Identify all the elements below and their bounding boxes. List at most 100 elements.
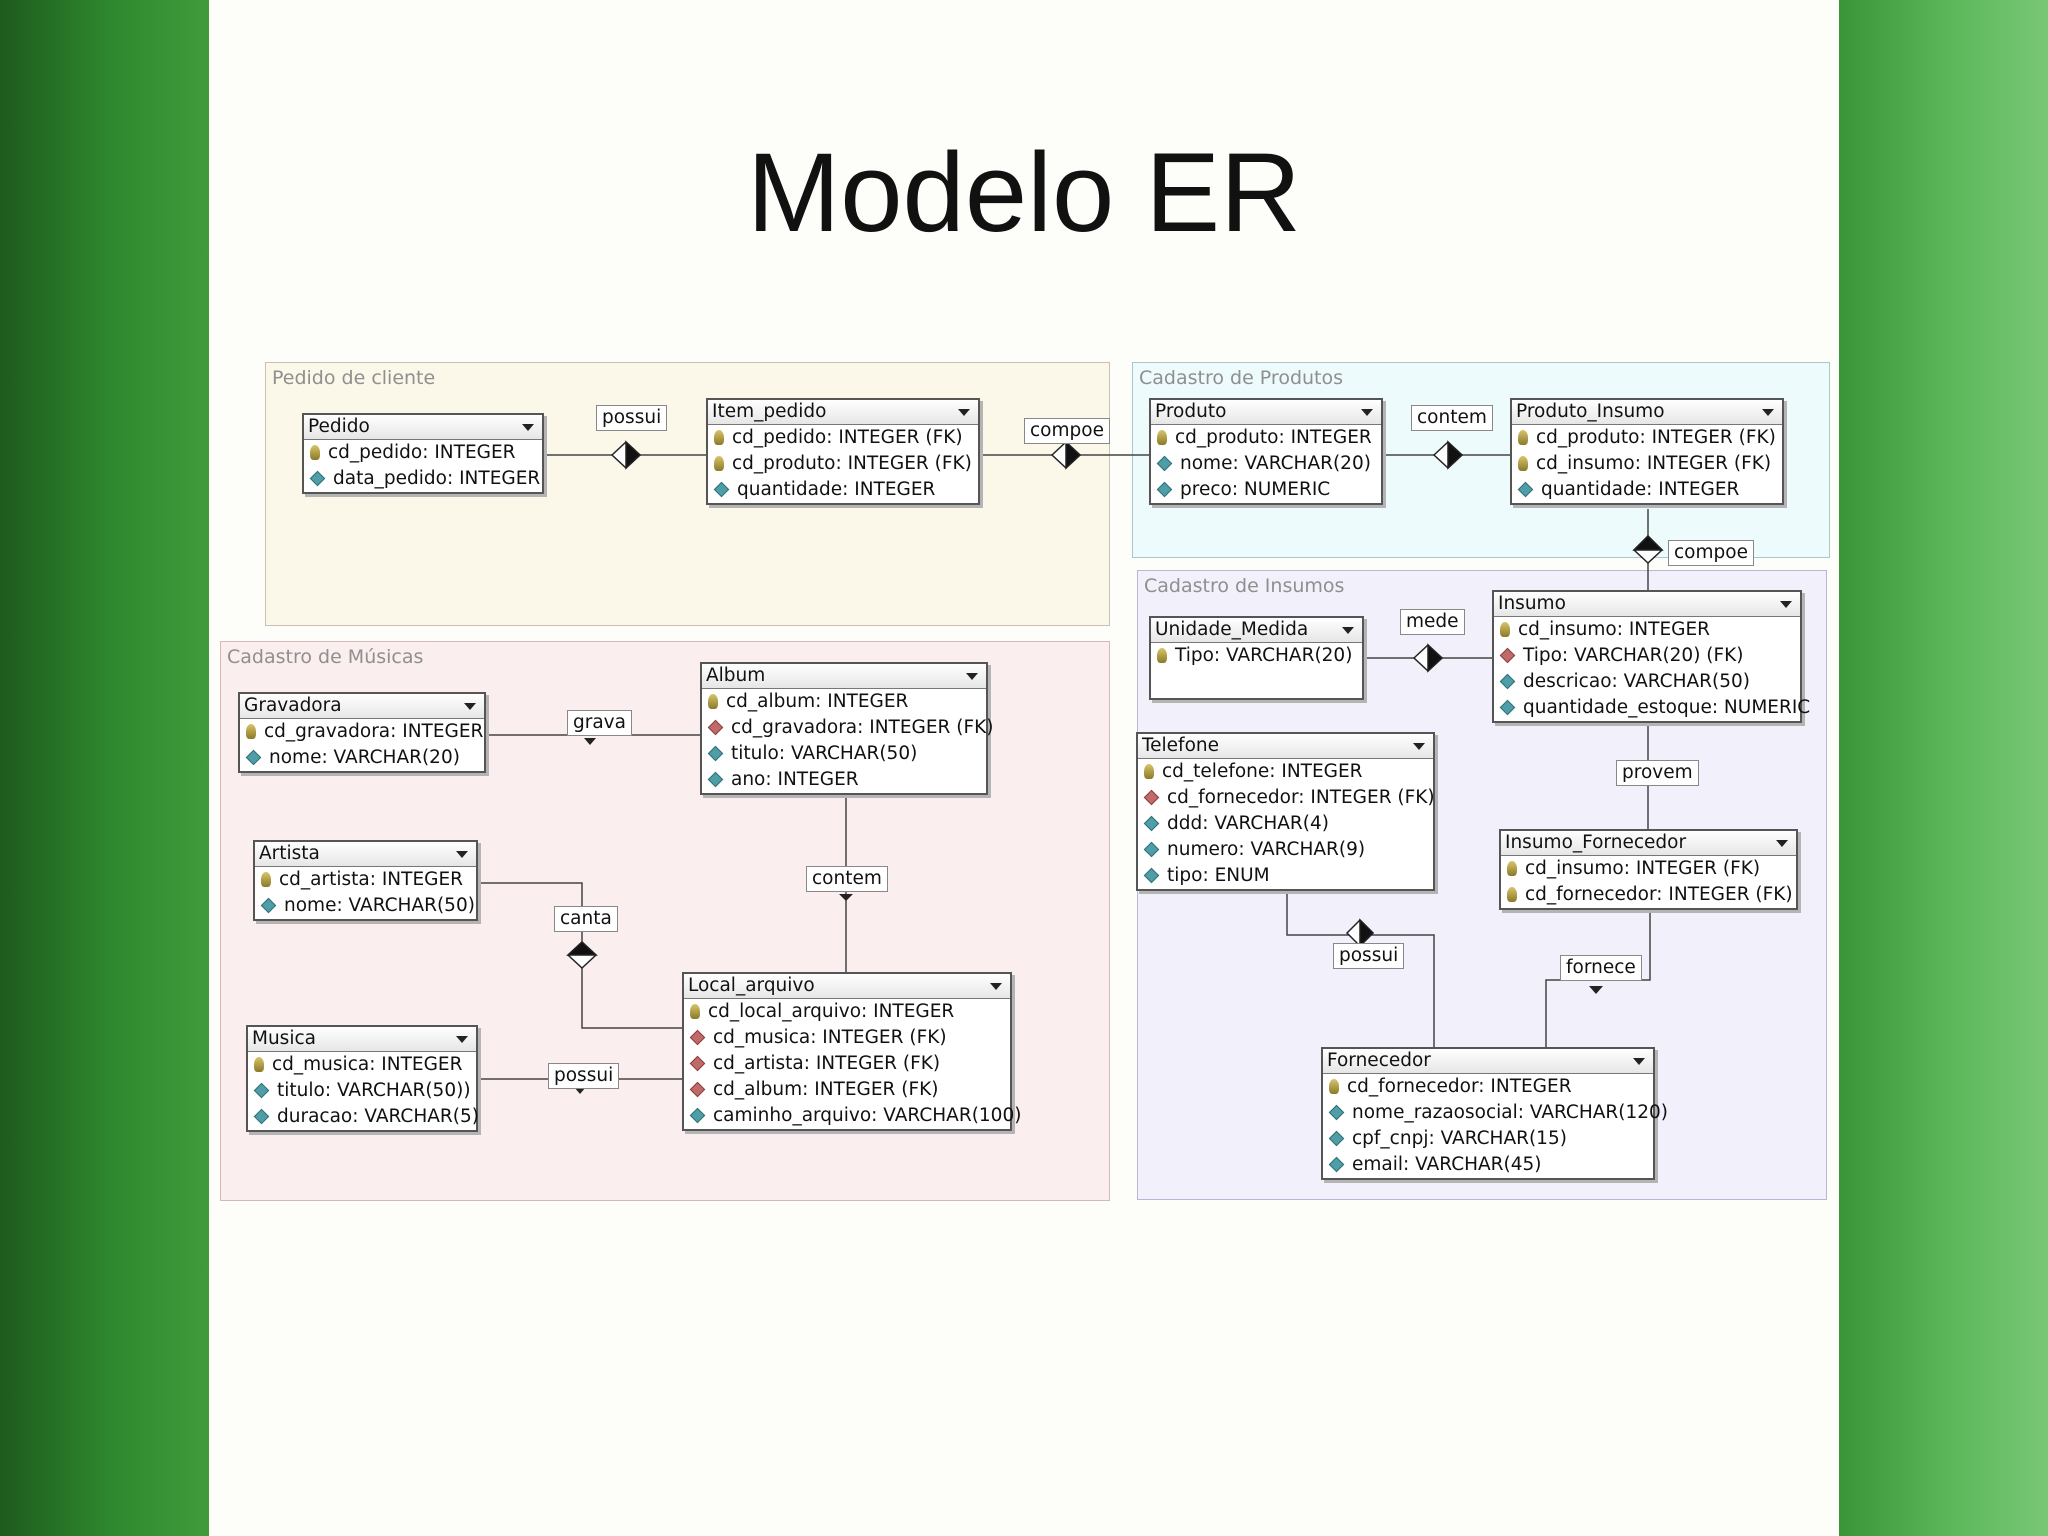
region-label-insumos: Cadastro de Insumos bbox=[1144, 575, 1345, 597]
entity-fornecedor[interactable]: Fornecedor cd_fornecedor: INTEGER nome_r… bbox=[1321, 1047, 1668, 1180]
dropdown-arrow-icon bbox=[966, 673, 978, 680]
rel-label-compoe-insumo: compoe bbox=[1668, 540, 1754, 566]
rel-label-fornece: fornece bbox=[1560, 955, 1642, 981]
rel-label-compoe-item: compoe bbox=[1024, 418, 1110, 444]
rel-label-contem-produto: contem bbox=[1411, 405, 1493, 431]
field-row: cd_gravadora: INTEGER (FK) bbox=[702, 715, 994, 741]
dropdown-arrow-icon bbox=[1776, 840, 1788, 847]
dropdown-arrow-icon bbox=[1762, 409, 1774, 416]
entity-artista[interactable]: Artista cd_artista: INTEGER nome: VARCHA… bbox=[253, 840, 478, 921]
field-row: cd_insumo: INTEGER bbox=[1494, 617, 1800, 643]
attribute-diamond-icon bbox=[260, 897, 277, 913]
foreign-key-diamond-icon bbox=[689, 1081, 706, 1097]
left-green-bar bbox=[0, 0, 209, 1536]
entity-header: Gravadora bbox=[240, 694, 484, 719]
entity-header: Local_arquivo bbox=[684, 974, 1010, 999]
attribute-diamond-icon bbox=[245, 749, 262, 765]
entity-unidade-medida[interactable]: Unidade_Medida Tipo: VARCHAR(20) bbox=[1149, 616, 1364, 700]
field-row: nome: VARCHAR(20) bbox=[240, 745, 484, 771]
entity-item-pedido[interactable]: Item_pedido cd_pedido: INTEGER (FK) cd_p… bbox=[706, 398, 980, 505]
field-row: cd_artista: INTEGER (FK) bbox=[684, 1051, 1010, 1077]
entity-telefone[interactable]: Telefone cd_telefone: INTEGER cd_fornece… bbox=[1136, 732, 1435, 891]
field-row: quantidade: INTEGER bbox=[708, 477, 978, 503]
key-icon bbox=[1518, 429, 1528, 445]
rel-label-contem-album: contem bbox=[806, 866, 888, 892]
field-row: nome: VARCHAR(50) bbox=[255, 893, 476, 919]
foreign-key-diamond-icon bbox=[1499, 647, 1516, 663]
attribute-diamond-icon bbox=[1143, 867, 1160, 883]
attribute-diamond-icon bbox=[707, 771, 724, 787]
field-row: ddd: VARCHAR(4) bbox=[1138, 811, 1433, 837]
rel-label-grava: grava bbox=[567, 710, 632, 736]
field-row: cd_produto: INTEGER (FK) bbox=[1512, 425, 1782, 451]
entity-header: Musica bbox=[248, 1027, 476, 1052]
entity-header: Insumo_Fornecedor bbox=[1501, 831, 1796, 856]
region-label-produtos: Cadastro de Produtos bbox=[1139, 367, 1344, 389]
rel-label-canta: canta bbox=[554, 906, 618, 932]
key-icon bbox=[1157, 647, 1167, 663]
entity-header: Album bbox=[702, 664, 986, 689]
key-icon bbox=[246, 723, 256, 739]
key-icon bbox=[1507, 860, 1517, 876]
field-row: cd_album: INTEGER (FK) bbox=[684, 1077, 1010, 1103]
rel-label-provem: provem bbox=[1616, 760, 1699, 786]
field-row: cd_telefone: INTEGER bbox=[1138, 759, 1433, 785]
key-icon bbox=[1500, 621, 1510, 637]
foreign-key-diamond-icon bbox=[707, 719, 724, 735]
attribute-diamond-icon bbox=[1143, 815, 1160, 831]
field-row: tipo: ENUM bbox=[1138, 863, 1433, 889]
attribute-diamond-icon bbox=[689, 1107, 706, 1123]
dropdown-arrow-icon bbox=[990, 983, 1002, 990]
attribute-diamond-icon bbox=[1328, 1104, 1345, 1120]
field-row: cd_artista: INTEGER bbox=[255, 867, 476, 893]
key-icon bbox=[708, 693, 718, 709]
field-row: cd_produto: INTEGER (FK) bbox=[708, 451, 978, 477]
entity-produto[interactable]: Produto cd_produto: INTEGER nome: VARCHA… bbox=[1149, 398, 1383, 505]
entity-header: Unidade_Medida bbox=[1151, 618, 1362, 643]
region-label-pedido: Pedido de cliente bbox=[272, 367, 436, 389]
dropdown-arrow-icon bbox=[1342, 627, 1354, 634]
entity-insumo[interactable]: Insumo cd_insumo: INTEGER Tipo: VARCHAR(… bbox=[1492, 590, 1810, 723]
attribute-diamond-icon bbox=[1328, 1156, 1345, 1172]
field-row: quantidade: INTEGER bbox=[1512, 477, 1782, 503]
field-row: nome: VARCHAR(20) bbox=[1151, 451, 1381, 477]
key-icon bbox=[714, 429, 724, 445]
dropdown-arrow-icon bbox=[456, 1036, 468, 1043]
field-row: Tipo: VARCHAR(20) bbox=[1151, 643, 1362, 669]
key-icon bbox=[261, 871, 271, 887]
dropdown-arrow-icon bbox=[522, 424, 534, 431]
field-row: quantidade_estoque: NUMERIC bbox=[1494, 695, 1810, 721]
entity-produto-insumo[interactable]: Produto_Insumo cd_produto: INTEGER (FK) … bbox=[1510, 398, 1784, 505]
attribute-diamond-icon bbox=[1517, 481, 1534, 497]
entity-insumo-fornecedor[interactable]: Insumo_Fornecedor cd_insumo: INTEGER (FK… bbox=[1499, 829, 1798, 910]
field-row: caminho_arquivo: VARCHAR(100) bbox=[684, 1103, 1021, 1129]
rel-label-possui-pedido: possui bbox=[596, 405, 668, 431]
field-row: titulo: VARCHAR(50)) bbox=[248, 1078, 476, 1104]
field-row: numero: VARCHAR(9) bbox=[1138, 837, 1433, 863]
entity-musica[interactable]: Musica cd_musica: INTEGER titulo: VARCHA… bbox=[246, 1025, 479, 1132]
dropdown-arrow-icon bbox=[456, 851, 468, 858]
entity-local-arquivo[interactable]: Local_arquivo cd_local_arquivo: INTEGER … bbox=[682, 972, 1021, 1131]
field-row: duracao: VARCHAR(5) bbox=[248, 1104, 479, 1130]
field-row: cd_produto: INTEGER bbox=[1151, 425, 1381, 451]
dropdown-arrow-icon bbox=[464, 703, 476, 710]
key-icon bbox=[310, 444, 320, 460]
key-icon bbox=[714, 455, 724, 471]
field-row: cd_local_arquivo: INTEGER bbox=[684, 999, 1010, 1025]
entity-pedido[interactable]: Pedido cd_pedido: INTEGER data_pedido: I… bbox=[302, 413, 544, 494]
region-label-musicas: Cadastro de Músicas bbox=[227, 646, 424, 668]
entity-header: Insumo bbox=[1494, 592, 1800, 617]
rel-label-possui-telefone: possui bbox=[1333, 943, 1405, 969]
entity-gravadora[interactable]: Gravadora cd_gravadora: INTEGER nome: VA… bbox=[238, 692, 486, 773]
dropdown-arrow-icon bbox=[1413, 743, 1425, 750]
field-row: nome_razaosocial: VARCHAR(120) bbox=[1323, 1100, 1668, 1126]
attribute-diamond-icon bbox=[713, 481, 730, 497]
entity-header: Artista bbox=[255, 842, 476, 867]
field-row: cd_musica: INTEGER (FK) bbox=[684, 1025, 1010, 1051]
attribute-diamond-icon bbox=[1499, 699, 1516, 715]
foreign-key-diamond-icon bbox=[689, 1055, 706, 1071]
entity-album[interactable]: Album cd_album: INTEGER cd_gravadora: IN… bbox=[700, 662, 994, 795]
field-row: cd_fornecedor: INTEGER (FK) bbox=[1501, 882, 1796, 908]
field-row: cd_album: INTEGER bbox=[702, 689, 986, 715]
